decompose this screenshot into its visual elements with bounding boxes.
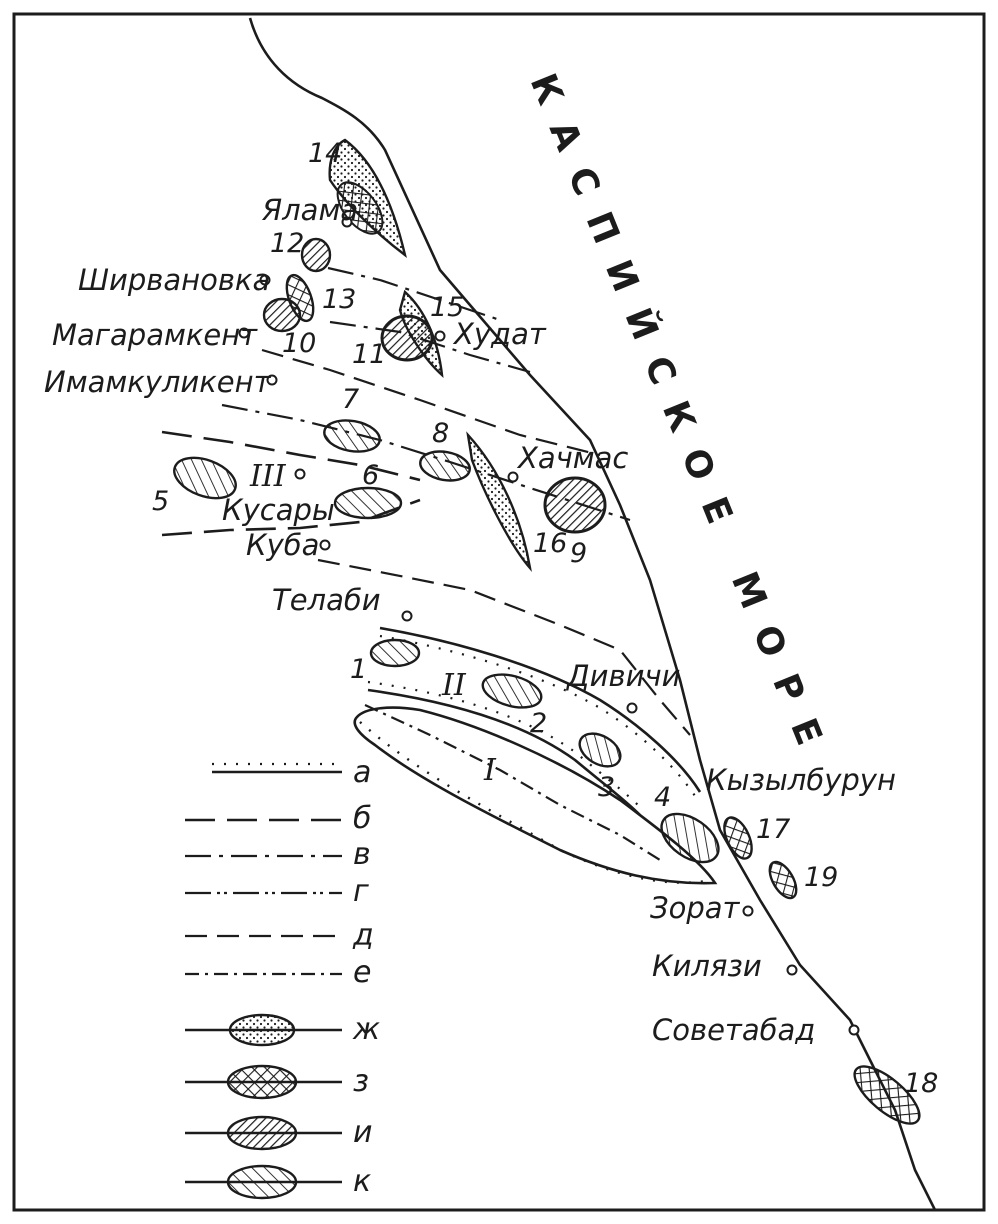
legend-label-v: в xyxy=(353,837,371,872)
zone-2-lower xyxy=(367,688,641,816)
sea-label: КАСПИЙСКОЕ МОРЕ xyxy=(522,68,831,751)
field-number-5: 5 xyxy=(152,486,169,517)
field-13 xyxy=(285,273,315,323)
zone-label-2: II xyxy=(441,668,467,703)
fault-line-3 xyxy=(364,704,661,861)
field-11 xyxy=(380,314,434,362)
town-magaramkent: Магарамкент xyxy=(52,318,258,352)
field-1 xyxy=(369,638,421,668)
legend-label-k: к xyxy=(353,1164,371,1199)
field-number-1: 1 xyxy=(350,654,367,685)
field-number-17: 17 xyxy=(756,814,790,845)
legend-label-a: а xyxy=(353,755,371,790)
legend-k xyxy=(185,1164,342,1200)
town-zorat: Зорат xyxy=(650,891,741,925)
field-3 xyxy=(578,732,622,768)
sea-label-text: КАСПИЙСКОЕ МОРЕ xyxy=(522,68,831,751)
field-number-11: 11 xyxy=(352,339,386,370)
field-8 xyxy=(419,450,471,482)
legend-label-e: е xyxy=(353,955,371,990)
field-7 xyxy=(323,419,381,453)
legend-label-d: д xyxy=(352,918,374,953)
town-kilyazi: Килязи xyxy=(652,949,762,983)
legend-label-z: з xyxy=(353,1064,369,1099)
town-yalama: Ялама xyxy=(261,193,358,227)
field-9 xyxy=(543,476,607,534)
legend-i xyxy=(185,1115,342,1151)
legend-z xyxy=(185,1064,342,1100)
town-khachmas: Хачмас xyxy=(516,441,628,475)
town-telabi: Телаби xyxy=(272,583,381,617)
field-16-body xyxy=(466,431,532,572)
legend-label-b: б xyxy=(353,801,372,836)
map-frame xyxy=(12,12,986,1212)
field-4 xyxy=(660,812,720,864)
legend-a xyxy=(212,762,342,774)
field-number-13: 13 xyxy=(322,284,356,315)
field-17 xyxy=(723,816,753,860)
field-2 xyxy=(481,673,543,709)
town-shirvanovka: Ширвановка xyxy=(78,263,270,297)
zone-2-upper xyxy=(379,626,702,793)
field-number-18: 18 xyxy=(904,1068,938,1099)
town-kyzylburun: Кызылбурун xyxy=(706,763,896,797)
zone-label-1: I xyxy=(483,753,497,788)
legend-zh xyxy=(185,1013,342,1047)
legend: а б в г д е ж з и к xyxy=(185,755,380,1200)
field-12 xyxy=(300,237,332,273)
field-number-4: 4 xyxy=(654,782,671,813)
town-sovetabad: Советабад xyxy=(652,1013,815,1047)
zone-3-upper xyxy=(161,430,421,482)
field-number-12: 12 xyxy=(270,228,304,259)
field-number-8: 8 xyxy=(432,418,449,449)
field-5 xyxy=(173,456,237,500)
field-number-15: 15 xyxy=(430,292,464,323)
zone-2-upper-ticks xyxy=(379,634,696,797)
field-number-14: 14 xyxy=(308,138,342,169)
town-imamkulikent: Имамкуликент xyxy=(44,365,272,399)
dashdot-line-1 xyxy=(327,266,501,322)
field-6 xyxy=(333,486,403,520)
field-19 xyxy=(768,860,798,900)
field-number-16: 16 xyxy=(533,528,567,559)
field-number-10: 10 xyxy=(282,328,316,359)
coastline xyxy=(248,17,937,1211)
town-khudat: Худат xyxy=(452,317,547,351)
field-number-9: 9 xyxy=(570,538,587,569)
town-markers xyxy=(238,216,860,1036)
field-number-7: 7 xyxy=(342,384,359,415)
field-number-2: 2 xyxy=(530,708,547,739)
legend-label-i: и xyxy=(353,1115,373,1150)
fault-line-1 xyxy=(261,348,601,457)
legend-label-zh: ж xyxy=(352,1012,380,1047)
town-kuba: Куба xyxy=(246,528,319,562)
legend-label-g: г xyxy=(353,874,369,909)
zone-1-boundary xyxy=(353,706,718,885)
field-number-19: 19 xyxy=(804,862,838,893)
zone-label-3: III xyxy=(249,459,287,494)
town-divichi: Дивичи xyxy=(565,659,680,693)
field-number-3: 3 xyxy=(598,772,615,803)
field-18 xyxy=(853,1065,921,1125)
field-number-6: 6 xyxy=(362,460,379,491)
town-kusary: Кусары xyxy=(222,493,335,527)
zone-1-ticks xyxy=(359,721,713,884)
